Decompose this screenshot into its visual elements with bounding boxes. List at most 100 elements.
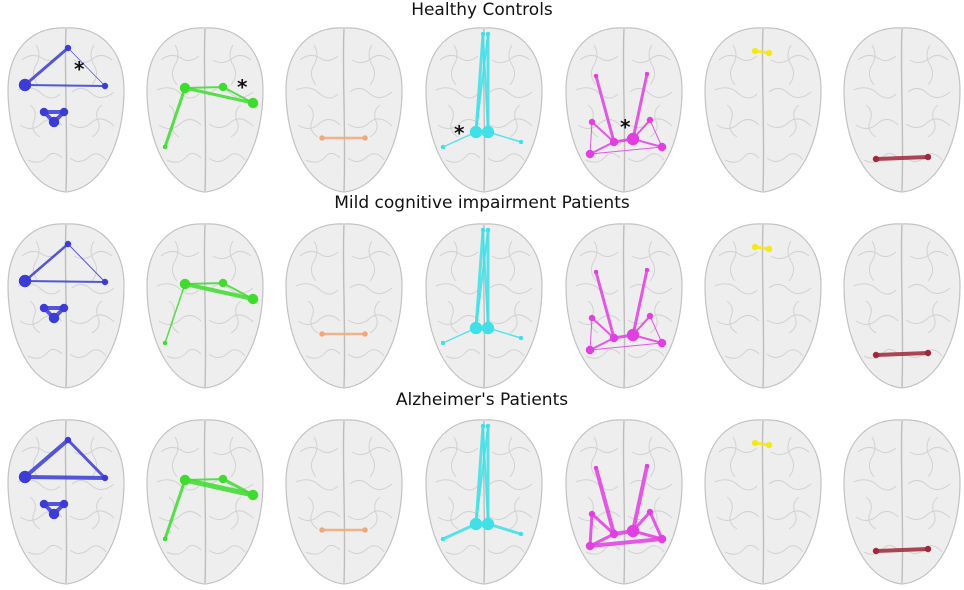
network-edge xyxy=(163,86,187,149)
brain-sulcus xyxy=(489,284,533,294)
network-node xyxy=(162,144,168,150)
brain-sulcus xyxy=(29,496,41,530)
brain-sulcus xyxy=(229,436,237,478)
brain-sulcus xyxy=(770,250,810,260)
network-node xyxy=(593,269,599,275)
brain-sulcus xyxy=(508,436,516,478)
brain-sulcus xyxy=(230,496,242,530)
brain-sulcus xyxy=(857,250,897,258)
network-edge xyxy=(183,86,255,105)
brain-healthy-green-network: * xyxy=(141,20,269,198)
brain-midline xyxy=(342,420,346,584)
network-node xyxy=(626,328,640,342)
brain-sulcus xyxy=(868,240,876,282)
brain-sulcus xyxy=(714,87,758,99)
brain-alzheimers-orange-network xyxy=(280,412,408,590)
brain-healthy-darkred-network xyxy=(838,20,964,198)
network-node xyxy=(593,73,599,79)
network-node xyxy=(179,82,191,94)
network-node xyxy=(751,243,759,251)
brain-sulcus xyxy=(491,250,531,260)
brain-sulcus xyxy=(91,496,103,530)
network-edge xyxy=(594,466,616,536)
network-node xyxy=(481,321,495,335)
brain-sulcus xyxy=(629,480,673,490)
brain-figure xyxy=(704,419,822,585)
brain-sulcus xyxy=(445,544,481,555)
brain-sulcus xyxy=(310,44,318,86)
significance-asterisk: * xyxy=(620,115,631,139)
network-node xyxy=(626,132,640,146)
brain-sulcus xyxy=(156,479,200,491)
brain-sulcus xyxy=(445,152,481,163)
brain-sulcus xyxy=(907,88,951,98)
row-title-mci: Mild cognitive impairment Patients xyxy=(334,193,630,213)
brain-figure xyxy=(425,223,543,389)
brain-sulcus xyxy=(310,436,318,478)
network-node xyxy=(162,340,168,346)
brain-midline xyxy=(203,28,207,192)
network-edge xyxy=(482,229,489,329)
brain-sulcus xyxy=(212,54,252,64)
network-node xyxy=(18,470,32,484)
network-edge xyxy=(874,547,930,553)
brain-sulcus xyxy=(310,240,318,282)
brain-sulcus xyxy=(491,446,531,456)
brain-midline xyxy=(64,224,68,388)
brain-sulcus xyxy=(305,348,341,359)
brain-sulcus xyxy=(158,119,202,129)
network-edge xyxy=(184,86,224,89)
network-node xyxy=(644,267,650,273)
brain-sulcus xyxy=(716,315,760,325)
brain-figure xyxy=(565,223,683,389)
brain-mci-magenta-network xyxy=(560,216,688,394)
brain-sulcus xyxy=(631,54,671,64)
brain-sulcus xyxy=(156,283,200,295)
network-node xyxy=(179,474,191,486)
brain-sulcus xyxy=(295,283,339,295)
brain-figure xyxy=(425,419,543,585)
brain-sulcus xyxy=(307,496,319,530)
brain-sulcus xyxy=(171,436,179,478)
network-edge xyxy=(649,315,663,344)
brain-sulcus xyxy=(437,119,481,129)
brain-figure xyxy=(704,223,822,389)
brain-midline xyxy=(622,224,626,388)
brain-sulcus xyxy=(368,436,376,478)
brain-sulcus xyxy=(208,118,254,128)
brain-sulcus xyxy=(714,283,758,295)
brain-sulcus xyxy=(905,118,951,128)
network-edge xyxy=(591,121,615,143)
brain-sulcus xyxy=(627,349,665,358)
brain-sulcus xyxy=(629,88,673,98)
brain-sulcus xyxy=(347,510,393,520)
brain-sulcus xyxy=(631,250,671,260)
network-edge xyxy=(591,317,615,339)
brain-sulcus xyxy=(487,153,525,162)
brain-sulcus xyxy=(905,314,951,324)
network-edge xyxy=(475,425,489,525)
network-node xyxy=(481,125,495,139)
brain-figure xyxy=(285,419,403,585)
brain-sulcus xyxy=(577,315,621,325)
network-edge xyxy=(66,438,107,480)
brain-sulcus xyxy=(907,480,951,490)
brain-sulcus xyxy=(768,284,812,294)
brain-sulcus xyxy=(171,44,179,86)
network-edge xyxy=(589,146,663,155)
brain-sulcus xyxy=(716,119,760,129)
brain-sulcus xyxy=(926,44,934,86)
brain-sulcus xyxy=(714,479,758,491)
network-node xyxy=(609,529,619,539)
brain-sulcus xyxy=(509,300,521,334)
brain-figure xyxy=(7,419,125,585)
network-node xyxy=(319,331,325,337)
brain-healthy-yellow-network xyxy=(699,20,827,198)
brain-sulcus xyxy=(369,300,381,334)
brain-sulcus xyxy=(297,315,341,325)
network-node xyxy=(218,82,228,92)
brain-midline xyxy=(761,420,765,584)
network-node xyxy=(626,524,640,538)
brain-sulcus xyxy=(579,54,619,62)
significance-asterisk: * xyxy=(74,57,85,81)
